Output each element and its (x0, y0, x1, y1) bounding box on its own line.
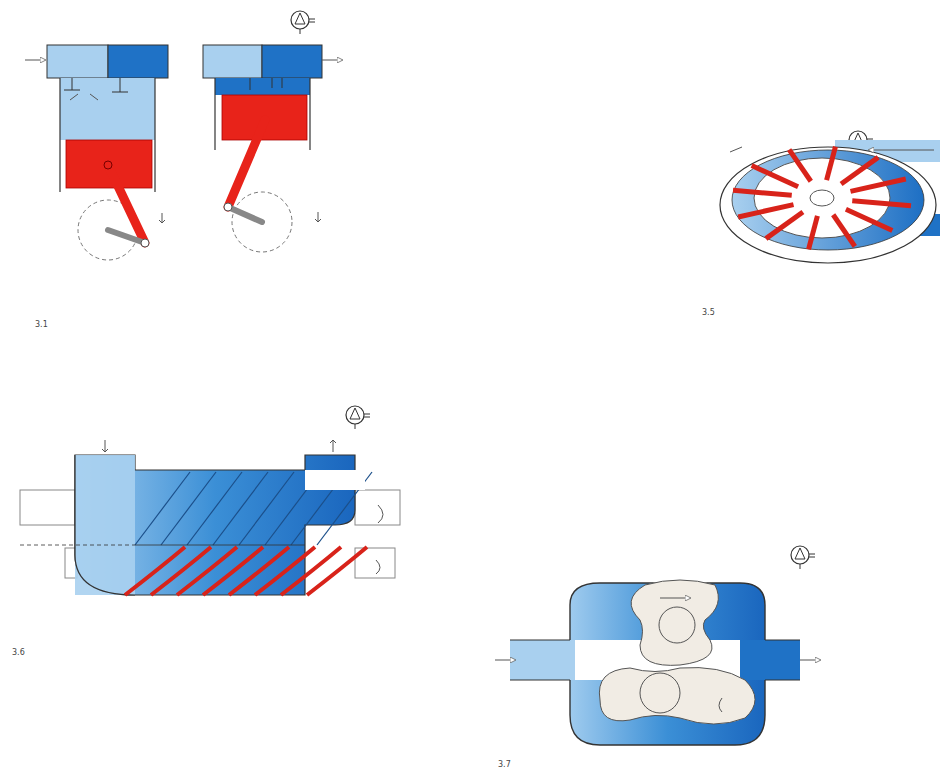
figure-number: 3.6 (12, 648, 25, 657)
figure-number: 3.5 (702, 308, 715, 317)
figure-number: 3.1 (35, 320, 48, 329)
figure-number: 3.7 (498, 760, 511, 769)
